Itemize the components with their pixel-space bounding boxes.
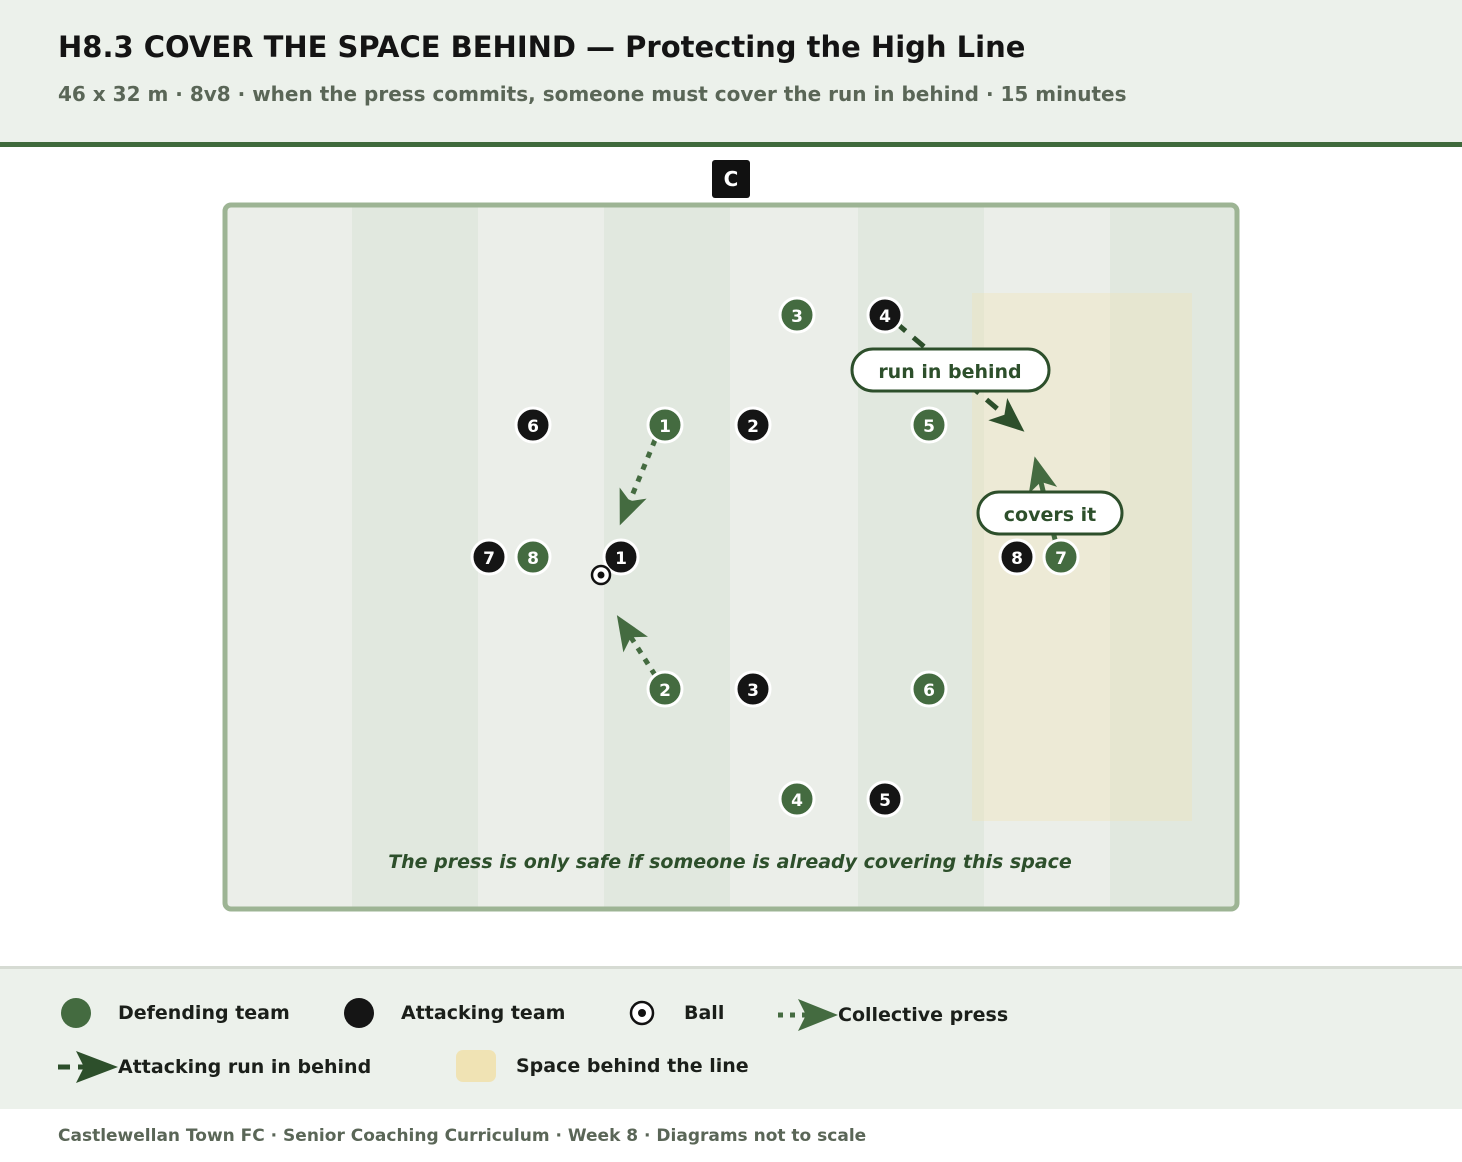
defending-player-4: 4 [778,780,816,818]
press-arrow-2 [616,615,658,677]
page-subtitle: 46 x 32 m · 8v8 · when the press commits… [58,82,1127,106]
legend-press-label: Collective press [838,1004,1009,1026]
svg-text:6: 6 [923,681,935,701]
defending-player-3: 3 [778,296,816,334]
page-title: H8.3 COVER THE SPACE BEHIND — Protecting… [58,30,1026,64]
coach-label: C [724,167,739,191]
coach-marker: C [712,160,750,198]
svg-text:7: 7 [1055,549,1067,569]
space-zone-icon [456,1050,496,1082]
legend-ball: Ball [624,997,724,1029]
attacking-player-6: 6 [514,406,552,444]
svg-text:8: 8 [1011,549,1023,569]
svg-text:1: 1 [615,549,627,569]
defending-player-1: 1 [646,406,684,444]
ball-icon [629,1000,655,1026]
svg-text:5: 5 [879,791,891,811]
attacking-player-5: 5 [866,780,904,818]
defending-player-icon [61,998,91,1028]
svg-text:2: 2 [747,417,759,437]
svg-text:3: 3 [747,681,759,701]
legend-space-label: Space behind the line [516,1055,749,1077]
legend-space: Space behind the line [455,1049,749,1083]
press-arrow-1 [619,439,658,526]
legend-run-label: Attacking run in behind [118,1056,372,1078]
defending-player-7: 7 [1042,538,1080,576]
legend-defending-label: Defending team [118,1002,290,1024]
attacking-player-2: 2 [734,406,772,444]
run-label-bubble: run in behind [850,347,1051,393]
legend-run: Attacking run in behind [56,1049,371,1085]
svg-text:5: 5 [923,417,935,437]
defending-player-2: 2 [646,670,684,708]
footer-text: Castlewellan Town FC · Senior Coaching C… [58,1126,867,1146]
attacking-player-7: 7 [470,538,508,576]
legend-defending: Defending team [58,997,290,1029]
legend-press: Collective press [776,997,1008,1033]
svg-text:1: 1 [659,417,671,437]
legend-attacking: Attacking team [341,997,565,1029]
attacking-player-8: 8 [998,538,1036,576]
pitch-border [222,202,1240,912]
header-band: H8.3 COVER THE SPACE BEHIND — Protecting… [0,0,1462,147]
press-arrow-icon [778,999,838,1031]
attacking-player-4: 4 [866,296,904,334]
attacking-player-1: 1 [602,538,640,576]
defending-player-5: 5 [910,406,948,444]
legend-attacking-label: Attacking team [401,1002,566,1024]
pitch-diagram: C run in behind covers it 1 2 [222,160,1240,912]
attacking-player-icon [344,998,374,1028]
legend: Defending team Attacking team Ball Colle… [0,966,1462,1109]
svg-text:3: 3 [791,307,803,327]
run-arrow-icon [58,1051,118,1083]
svg-text:2: 2 [659,681,671,701]
defending-player-6: 6 [910,670,948,708]
legend-ball-label: Ball [684,1002,725,1024]
pitch-caption: The press is only safe if someone is alr… [388,851,1072,873]
defending-player-8: 8 [514,538,552,576]
ball-icon [590,564,612,586]
svg-text:8: 8 [527,549,539,569]
run-label: run in behind [878,361,1021,383]
svg-text:4: 4 [791,791,803,811]
svg-text:4: 4 [879,307,891,327]
svg-text:7: 7 [483,549,495,569]
svg-text:6: 6 [527,417,539,437]
attacking-player-3: 3 [734,670,772,708]
cover-label-bubble: covers it [976,490,1124,536]
cover-label: covers it [1004,504,1096,526]
